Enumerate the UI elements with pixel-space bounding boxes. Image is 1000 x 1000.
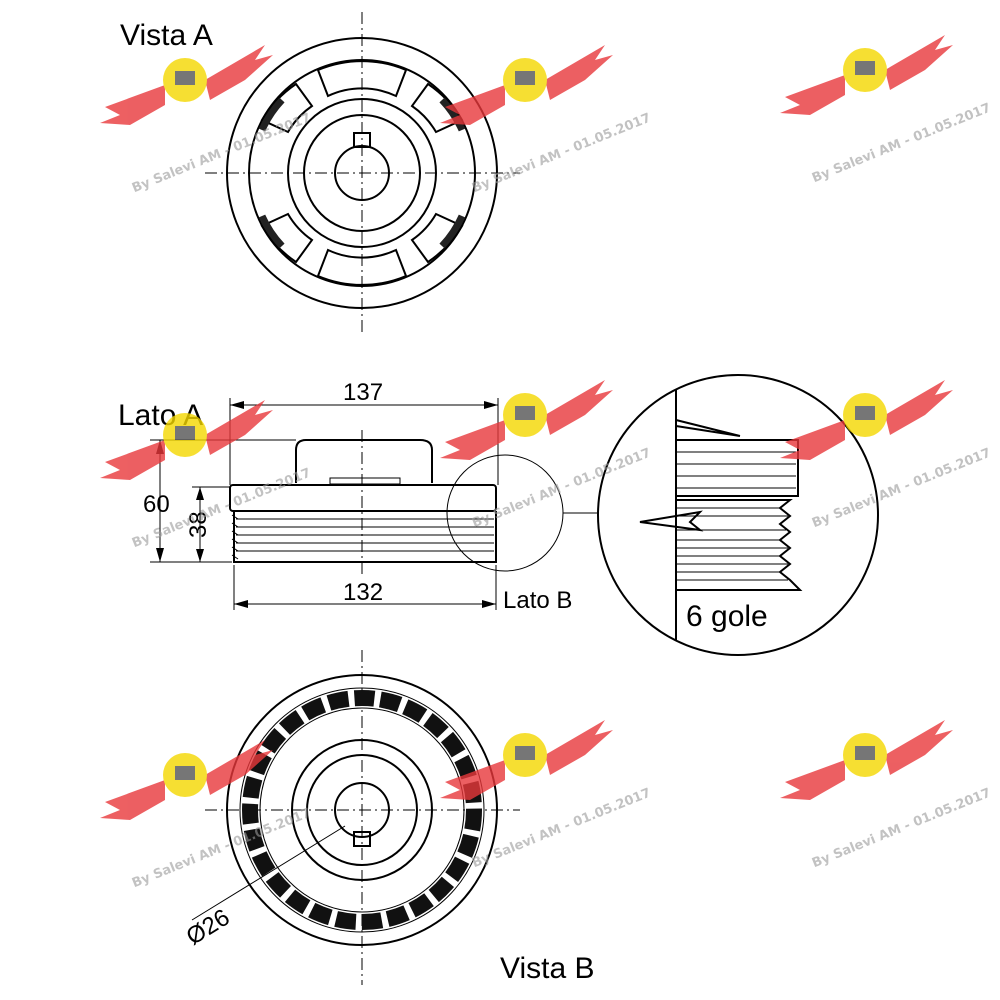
- wing-right-icon: [545, 720, 613, 775]
- wing-right-icon: [545, 45, 613, 100]
- wing-left-icon: [780, 760, 845, 800]
- wing-right-icon: [545, 380, 613, 435]
- watermark-text: By Salevi AM - 01.05.2017: [810, 101, 993, 187]
- wing-left-icon: [780, 75, 845, 115]
- watermark-logo: By Salevi AM - 01.05.2017: [780, 35, 993, 186]
- watermark-text: By Salevi AM - 01.05.2017: [470, 446, 653, 532]
- watermark-text: By Salevi AM - 01.05.2017: [130, 111, 313, 197]
- watermark-logo: By Salevi AM - 01.05.2017: [440, 45, 653, 196]
- vista-a-view: [205, 12, 520, 336]
- car-icon: [515, 406, 535, 420]
- wing-right-icon: [205, 740, 273, 795]
- wing-right-icon: [205, 400, 273, 455]
- bore-diameter-label: Ø26: [182, 904, 235, 951]
- wing-right-icon: [885, 720, 953, 775]
- wing-left-icon: [100, 440, 165, 480]
- car-icon: [175, 71, 195, 85]
- wing-right-icon: [885, 380, 953, 435]
- belt-grooves: [231, 511, 497, 563]
- car-icon: [855, 746, 875, 760]
- watermark-text: By Salevi AM - 01.05.2017: [130, 806, 313, 892]
- watermark-logo: By Salevi AM - 01.05.2017: [780, 380, 993, 531]
- watermark-logo: By Salevi AM - 01.05.2017: [100, 45, 313, 196]
- wing-right-icon: [205, 45, 273, 100]
- watermark-layer: By Salevi AM - 01.05.2017 By Salevi AM - …: [100, 35, 993, 891]
- car-icon: [515, 746, 535, 760]
- wing-left-icon: [440, 760, 505, 800]
- dim-60: 60: [143, 491, 170, 518]
- car-icon: [515, 71, 535, 85]
- watermark-text: By Salevi AM - 01.05.2017: [470, 111, 653, 197]
- groove-detail-view: [597, 374, 879, 656]
- vista-a-label: Vista A: [120, 19, 213, 52]
- car-icon: [855, 61, 875, 75]
- car-icon: [175, 426, 195, 440]
- wing-left-icon: [100, 780, 165, 820]
- wing-left-icon: [780, 420, 845, 460]
- watermark-text: By Salevi AM - 01.05.2017: [810, 446, 993, 532]
- wing-left-icon: [440, 85, 505, 125]
- watermark-logo: By Salevi AM - 01.05.2017: [100, 740, 313, 891]
- wing-left-icon: [440, 420, 505, 460]
- car-icon: [855, 406, 875, 420]
- vista-b-view: [191, 650, 520, 985]
- dim-132: 132: [343, 579, 383, 606]
- watermark-text: By Salevi AM - 01.05.2017: [810, 786, 993, 872]
- watermark-logo: By Salevi AM - 01.05.2017: [780, 720, 993, 871]
- lato-b-label: Lato B: [503, 587, 572, 614]
- grooves-label: 6 gole: [686, 600, 768, 633]
- wing-right-icon: [885, 35, 953, 90]
- dim-38: 38: [185, 511, 212, 538]
- car-icon: [175, 766, 195, 780]
- vista-b-label: Vista B: [500, 952, 595, 985]
- dim-137: 137: [343, 379, 383, 406]
- wing-left-icon: [100, 85, 165, 125]
- watermark-logo: By Salevi AM - 01.05.2017: [440, 380, 653, 531]
